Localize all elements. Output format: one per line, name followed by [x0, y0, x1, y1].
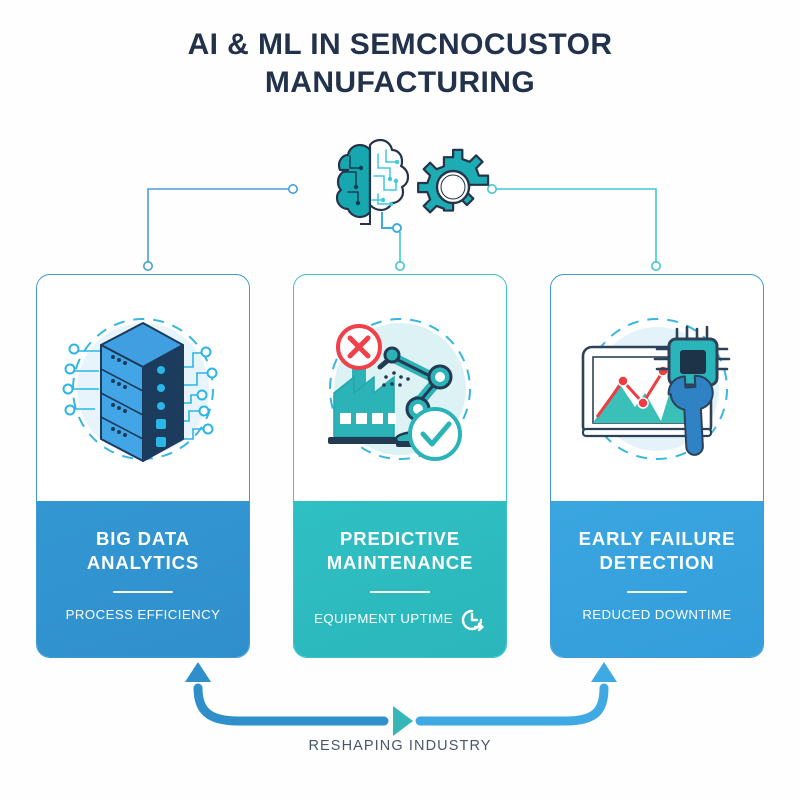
- ai-brain-circuit-icon: [335, 138, 410, 233]
- reshaping-label: RESHAPING INDUSTRY: [308, 738, 492, 754]
- card-title-line1: BIG DATA: [96, 528, 190, 549]
- page-title-line2: MANUFACTURING: [264, 66, 536, 100]
- card-subtitle: PROCESS EFFICIENCY: [66, 607, 221, 622]
- page-title: AI & ML IN SEMCNOCUSTOR MANUFACTURING: [0, 26, 800, 103]
- card-footer: PREDICTIVE MAINTENANCE EQUIPMENT UPTIME: [294, 501, 506, 657]
- card-icon-area: [37, 275, 249, 503]
- hero-icons: [290, 132, 510, 242]
- card-big-data-analytics[interactable]: BIG DATA ANALYTICS PROCESS EFFICIENCY: [36, 274, 250, 658]
- card-subtitle: REDUCED DOWNTIME: [582, 607, 731, 622]
- card-title-line2: ANALYTICS: [86, 552, 200, 574]
- card-title-line2: MAINTENANCE: [326, 552, 474, 574]
- card-icon-area: [551, 275, 763, 503]
- card-early-failure-detection[interactable]: EARLY FAILURE DETECTION REDUCED DOWNTIME: [550, 274, 764, 658]
- card-title-line1: EARLY FAILURE: [578, 528, 736, 549]
- card-title: EARLY FAILURE DETECTION: [579, 527, 736, 576]
- reshaping-loop: [0, 640, 800, 760]
- card-subtitle-text: REDUCED DOWNTIME: [582, 607, 732, 623]
- page-title-line1: AI & ML IN SEMCNOCUSTOR: [187, 28, 613, 61]
- server-rack-network-icon: [62, 318, 218, 462]
- card-subtitle-text: PROCESS EFFICIENCY: [65, 607, 221, 623]
- card-subtitle-text: EQUIPMENT UPTIME: [314, 611, 453, 627]
- card-subtitle: EQUIPMENT UPTIME: [314, 607, 486, 633]
- title-divider: [113, 590, 173, 594]
- title-divider: [370, 590, 430, 594]
- clock-forward-icon: [460, 607, 486, 633]
- card-title-line2: DETECTION: [599, 552, 715, 574]
- card-icon-area: [294, 275, 506, 503]
- card-footer: BIG DATA ANALYTICS PROCESS EFFICIENCY: [37, 501, 249, 657]
- monitor-chart-chip-wrench-icon: [581, 318, 731, 460]
- factory-robot-arm-icon: [328, 318, 471, 461]
- card-footer: EARLY FAILURE DETECTION REDUCED DOWNTIME: [551, 501, 763, 657]
- card-title-line1: PREDICTIVE: [339, 528, 461, 549]
- play-triangle-icon: [393, 706, 413, 736]
- title-divider: [627, 590, 687, 594]
- card-title: BIG DATA ANALYTICS: [87, 527, 199, 576]
- gear-icon: [417, 148, 490, 214]
- card-predictive-maintenance[interactable]: PREDICTIVE MAINTENANCE EQUIPMENT UPTIME: [293, 274, 507, 658]
- card-title: PREDICTIVE MAINTENANCE: [327, 527, 474, 576]
